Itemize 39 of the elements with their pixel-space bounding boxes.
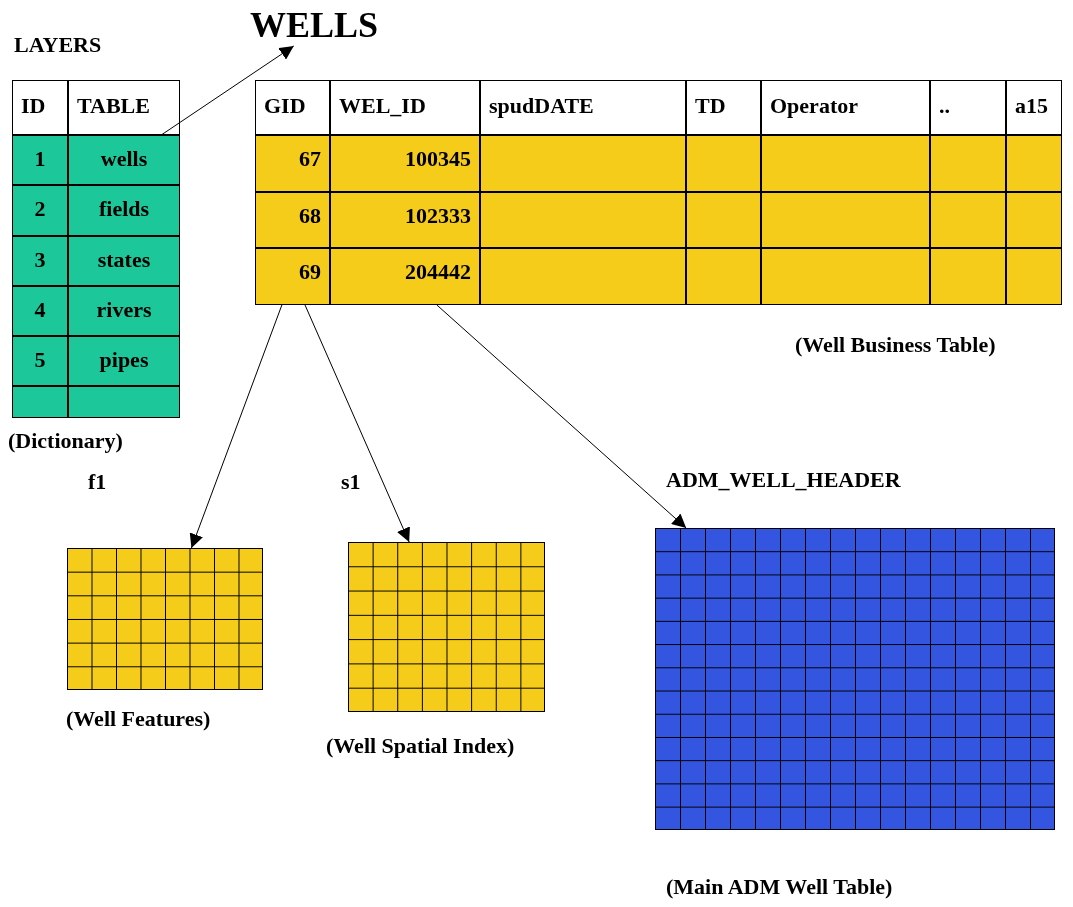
table-cell: .. [930,80,1006,135]
title-text: WELLS [250,4,379,46]
table-cell: 204442 [330,248,480,305]
table-cell: a15 [1006,80,1062,135]
table-cell: wells [68,135,180,185]
table-cell: 100345 [330,135,480,192]
table-cell: TD [686,80,761,135]
arrow [436,304,687,529]
arrow [304,304,410,543]
table-cell: 1 [12,135,68,185]
table-heading: f1 [88,469,107,495]
table-cell: GID [255,80,330,135]
table-caption: (Well Spatial Index) [326,733,515,759]
table-cell: 5 [12,336,68,386]
table-caption: (Dictionary) [8,428,123,454]
table-cell: pipes [68,336,180,386]
table-heading: s1 [341,469,361,495]
arrow [189,304,283,549]
table-cell: 102333 [330,192,480,248]
table-cell: rivers [68,286,180,336]
table-cell: fields [68,185,180,236]
table-cell: ID [12,80,68,135]
table-cell: 2 [12,185,68,236]
table-cell: 67 [255,135,330,192]
table-cell: 4 [12,286,68,336]
table-cell: 69 [255,248,330,305]
table-caption: (Well Business Table) [795,332,996,358]
table-caption: (Main ADM Well Table) [666,874,893,900]
table-heading: ADM_WELL_HEADER [666,467,901,493]
table-heading: LAYERS [14,32,102,58]
table-cell: states [68,236,180,286]
table-caption: (Well Features) [66,706,211,732]
table-cell: 68 [255,192,330,248]
table-cell: 3 [12,236,68,286]
table-cell: WEL_ID [330,80,480,135]
table-cell: TABLE [68,80,180,135]
table-cell: spudDATE [480,80,686,135]
arrow [160,45,295,136]
table-cell: Operator [761,80,930,135]
